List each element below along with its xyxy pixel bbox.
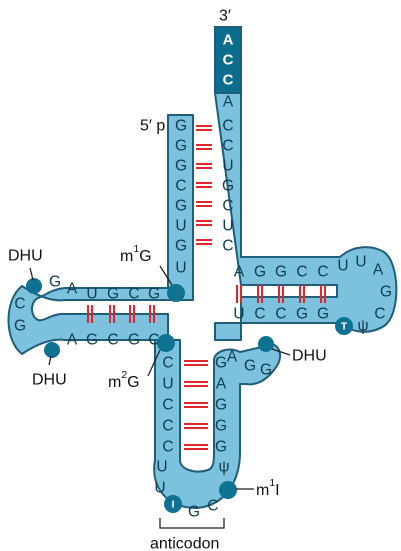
nt: G <box>215 355 227 372</box>
nt: G <box>175 138 187 155</box>
nt: G <box>215 418 227 435</box>
nt: G <box>222 178 234 195</box>
nt: G <box>254 264 266 281</box>
nt: C <box>296 264 307 281</box>
acceptor-bonds <box>196 126 212 244</box>
nt: U <box>154 480 165 497</box>
nt: C <box>254 306 265 323</box>
dhu-top-leader <box>30 268 33 280</box>
t-badge-label: T <box>341 322 347 333</box>
dhu-dot-bottom <box>44 342 60 358</box>
nt: U <box>337 258 348 275</box>
tail-nt: A <box>223 32 234 49</box>
nt: G <box>175 118 187 135</box>
tail-nt: C <box>223 52 234 69</box>
m1g-dot <box>167 284 185 302</box>
acceptor-tail-letters: A C C <box>223 32 234 89</box>
nt: U <box>222 158 233 175</box>
nt: G <box>188 504 200 521</box>
acceptor-3p-letters: A C C U G C U C <box>222 94 234 255</box>
acceptor-3p-strand <box>215 93 396 332</box>
nt: C <box>222 198 233 215</box>
dhu-right-label: DHU <box>292 348 327 365</box>
five-prime-label: 5′ p <box>140 118 165 135</box>
nt: A <box>216 376 227 393</box>
nt: C <box>222 238 233 255</box>
nt: G <box>275 264 287 281</box>
nt: C <box>162 355 173 372</box>
nt: C <box>222 118 233 135</box>
nt: C <box>148 332 159 349</box>
nt: G <box>296 306 308 323</box>
nt: G <box>215 439 227 456</box>
nt: C <box>128 286 139 303</box>
dhu-bottom-label: DHU <box>32 372 67 389</box>
nt: G <box>49 274 61 291</box>
anticodon-label: anticodon <box>150 536 219 551</box>
nt: U <box>175 260 186 277</box>
dhu-top-label: DHU <box>8 248 43 265</box>
nt: G <box>175 158 187 175</box>
nt: C <box>374 306 385 323</box>
acceptor-5p-strand <box>9 115 194 354</box>
nt: G <box>175 238 187 255</box>
nt: U <box>222 218 233 235</box>
nt: A <box>67 281 78 298</box>
nt: A <box>223 94 234 111</box>
nt: G <box>215 397 227 414</box>
nt: G <box>86 332 98 349</box>
nt: C <box>275 306 286 323</box>
m1i-label: m1I <box>256 477 280 499</box>
t-to-variable-connector <box>215 323 241 340</box>
nt: U <box>156 459 167 476</box>
nt: C <box>107 332 118 349</box>
nt: C <box>317 264 328 281</box>
nt: C <box>162 397 173 414</box>
i-badge-label: I <box>172 500 175 511</box>
nt: G <box>14 318 26 335</box>
nt: C <box>175 178 186 195</box>
nt: A <box>227 349 238 366</box>
acceptor-5p-letters: G G G C G U G U <box>175 118 187 277</box>
m2g-dot <box>157 334 175 352</box>
nt: G <box>380 284 392 301</box>
anticodon-stem-bonds <box>184 361 208 449</box>
nt: G <box>244 358 256 375</box>
m1i-dot <box>219 481 237 499</box>
nt: G <box>260 362 272 379</box>
nt: C <box>14 296 25 313</box>
nt: A <box>373 262 384 279</box>
tail-nt: C <box>223 72 234 89</box>
nt: A <box>67 332 78 349</box>
nt: C <box>162 439 173 456</box>
nt: G <box>317 306 329 323</box>
nt: C <box>222 138 233 155</box>
anticodon-stem-letters: C U C C C G A G G G <box>162 355 227 456</box>
nt: G <box>148 286 160 303</box>
nt: G <box>175 198 187 215</box>
nt: U <box>162 376 173 393</box>
nt: ψ <box>357 318 368 335</box>
m2g-label: m2G <box>108 369 140 391</box>
nt: ψ <box>218 459 229 476</box>
nt: A <box>234 264 245 281</box>
m1g-label: m1G <box>120 243 152 265</box>
nt: C <box>162 418 173 435</box>
nt: U <box>355 254 366 271</box>
nt: U <box>86 286 97 303</box>
dhu-dot-top <box>26 278 42 294</box>
nt: G <box>107 286 119 303</box>
nt: G <box>128 332 140 349</box>
dhu-dot-right <box>258 336 274 352</box>
three-prime-label: 3′ <box>219 8 231 25</box>
nt: C <box>207 498 218 515</box>
nt: U <box>233 306 244 323</box>
nt: U <box>175 218 186 235</box>
